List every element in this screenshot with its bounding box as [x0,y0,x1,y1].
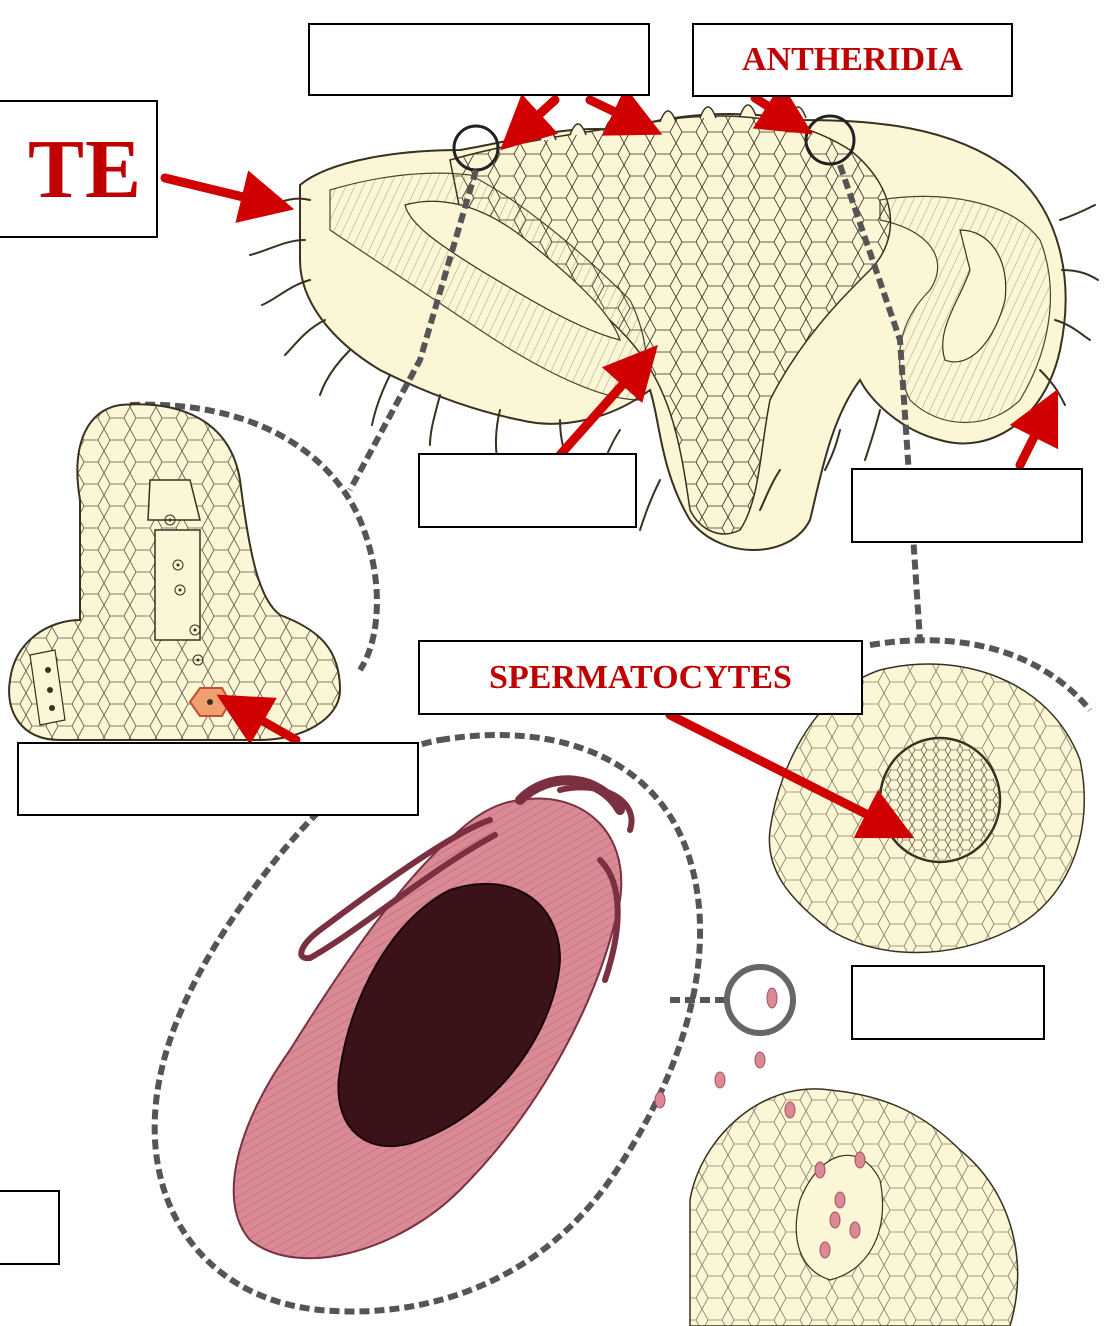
arrow-top-label-left [520,100,555,132]
antheridia-label: ANTHERIDIA [692,23,1013,97]
label-box-sperm-blank[interactable] [851,965,1045,1040]
label-box-top-blank[interactable] [308,23,650,96]
arrow-gametophyte [165,178,268,203]
label-box-right-blank[interactable] [851,468,1083,543]
archegonium-neck [148,480,200,640]
spermatocytes-label: SPERMATOCYTES [418,640,863,715]
arrow-right-label [1020,413,1046,465]
single-sperm-circle [727,967,793,1033]
gametophyte-label-partial: TE [0,100,158,238]
archegonium-detail [9,404,340,740]
label-box-bottom-left-blank[interactable] [0,1190,60,1265]
label-box-egg-blank[interactable] [17,742,419,816]
sperm-cell-large [234,780,632,1258]
label-box-mid-blank[interactable] [418,453,637,528]
